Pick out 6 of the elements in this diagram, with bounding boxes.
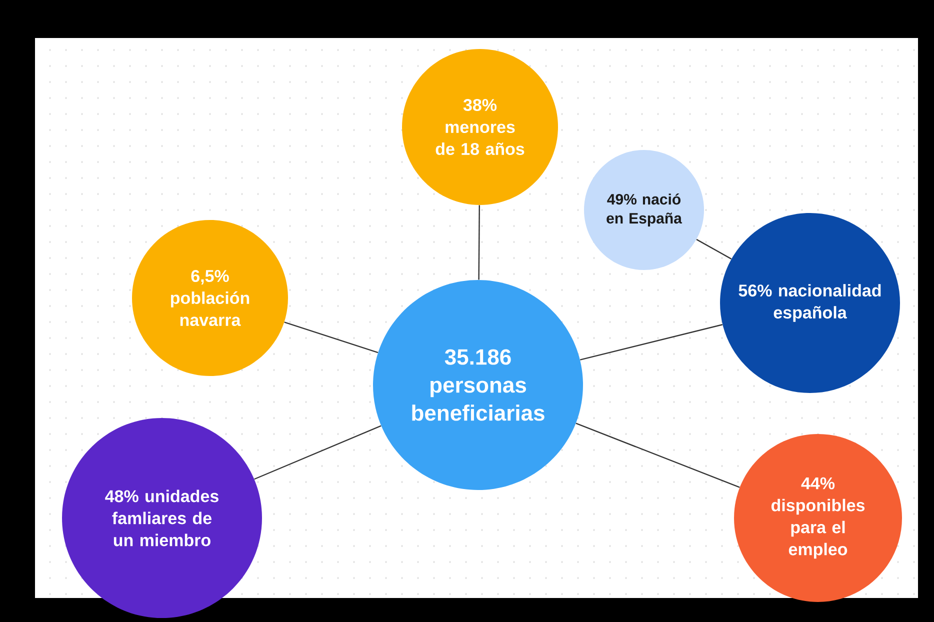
connector-line xyxy=(696,238,732,260)
connector-line xyxy=(284,322,378,354)
connector-line xyxy=(580,324,723,360)
connector-line xyxy=(576,422,740,488)
connector-line xyxy=(478,205,480,280)
connector-line xyxy=(254,425,382,480)
